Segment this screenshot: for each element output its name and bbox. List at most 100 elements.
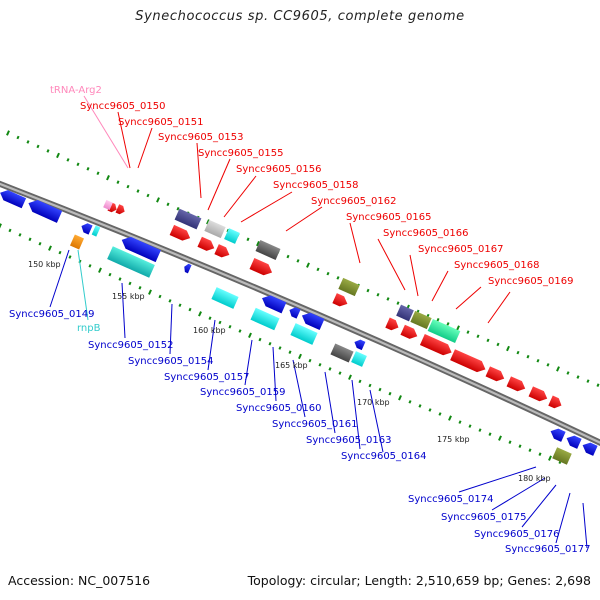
gene-label: Syncc9605_0174 xyxy=(408,494,494,505)
tick-dot xyxy=(96,171,100,176)
tick-dot xyxy=(6,130,10,136)
gene-label: Syncc9605_0176 xyxy=(474,529,560,540)
gene-label: Syncc9605_0150 xyxy=(80,101,166,112)
gene-label: Syncc9605_0166 xyxy=(383,228,469,239)
tick-dot xyxy=(246,237,250,242)
gene-label: Syncc9605_0169 xyxy=(488,276,574,287)
connector-line xyxy=(487,291,511,324)
tick-dot xyxy=(408,400,412,404)
gene-label: Syncc9605_0163 xyxy=(306,435,392,446)
tick-dot xyxy=(586,379,590,383)
tick-dot xyxy=(148,289,152,295)
gene-forward xyxy=(410,310,432,330)
tick-dot xyxy=(318,362,322,367)
gene-forward xyxy=(528,386,548,402)
tick-dot xyxy=(486,338,490,343)
gene-forward xyxy=(224,228,240,244)
gene-label: Syncc9605_0155 xyxy=(198,148,284,159)
connector-line xyxy=(377,238,406,291)
gene-label: Syncc9605_0153 xyxy=(158,132,244,143)
forward-gene-labels: tRNA-Arg2 Syncc9605_0150 Syncc9605_0151 … xyxy=(50,85,574,287)
gene-forward xyxy=(249,258,273,276)
tick-dot xyxy=(248,332,252,338)
tick-dot xyxy=(158,294,162,299)
connector-line xyxy=(137,127,153,169)
genome-backbone-highlight xyxy=(0,182,600,444)
gene-forward xyxy=(419,334,452,356)
tick-dot xyxy=(36,144,40,149)
reverse-gene-labels: Syncc9605_0149 rnpB Syncc9605_0152 Syncc… xyxy=(9,309,591,555)
connector-line xyxy=(117,111,131,169)
connector-line xyxy=(244,339,253,386)
gene-reverse xyxy=(354,339,366,351)
gene-label: Syncc9605_0164 xyxy=(341,451,427,462)
tick-dot xyxy=(56,152,60,159)
tick-label: 160 kbp xyxy=(193,326,226,335)
tick-dot xyxy=(366,288,370,293)
tick-dot xyxy=(178,303,182,307)
tick-dot xyxy=(316,267,320,272)
tick-dot xyxy=(446,322,450,326)
gene-forward xyxy=(214,244,230,258)
tick-dot xyxy=(566,371,570,375)
tick-dot xyxy=(68,255,72,259)
tick-dot xyxy=(278,346,282,350)
tick-dot xyxy=(296,259,300,263)
gene-reverse xyxy=(0,190,27,209)
tick-dot xyxy=(468,424,472,428)
gene-reverse xyxy=(582,442,598,456)
tick-dot xyxy=(328,367,332,371)
tick-dot xyxy=(118,277,122,281)
gene-forward xyxy=(506,376,526,392)
gene-label: Syncc9605_0162 xyxy=(311,196,397,207)
gene-reverse xyxy=(290,323,318,345)
tick-dot xyxy=(428,408,432,412)
tick-dot xyxy=(58,250,62,255)
gene-label: Syncc9605_0151 xyxy=(118,117,204,128)
tick-dot xyxy=(548,455,552,461)
gene-reverse xyxy=(566,435,582,449)
tick-dot xyxy=(18,233,22,237)
accession-text: Accession: NC_007516 xyxy=(8,573,151,588)
tick-dot xyxy=(496,342,500,347)
tick-dot xyxy=(176,206,180,211)
tick-dot xyxy=(488,432,492,436)
tick-dot xyxy=(456,325,460,331)
gene-trna xyxy=(103,199,113,211)
connector-line xyxy=(272,346,277,402)
tick-dot xyxy=(538,452,542,456)
gene-forward xyxy=(485,366,505,382)
connector-line xyxy=(349,222,361,264)
tick-dot xyxy=(198,311,202,317)
connector-line xyxy=(196,142,202,199)
connector-line xyxy=(324,371,336,434)
tick-dot xyxy=(368,383,372,388)
tick-dot xyxy=(376,292,380,297)
gene-rrna xyxy=(69,234,85,250)
gene-reverse xyxy=(81,223,93,235)
connector-line xyxy=(207,158,231,211)
page-title: Synechococcus sp. CC9605, complete genom… xyxy=(135,9,465,24)
gene-forward xyxy=(107,202,117,213)
tick-label: 170 kbp xyxy=(357,398,390,407)
tick-dot xyxy=(218,320,222,325)
tick-dot xyxy=(38,241,42,246)
tick-dot xyxy=(208,316,212,320)
tick-dot xyxy=(528,448,532,452)
tick-dot xyxy=(136,189,140,193)
gene-reverse xyxy=(107,246,155,278)
tick-dot xyxy=(16,135,20,140)
gene-forward xyxy=(400,324,418,339)
connector-line xyxy=(369,389,384,453)
connector-line xyxy=(285,206,323,232)
tick-dot xyxy=(556,366,560,372)
tick-dot xyxy=(398,395,402,401)
tick-dot xyxy=(76,162,80,167)
tick-dot xyxy=(258,337,262,342)
tick-dot xyxy=(308,358,312,363)
gene-reverse xyxy=(552,447,572,465)
tick-dot xyxy=(298,353,302,360)
connector-line xyxy=(521,484,557,528)
